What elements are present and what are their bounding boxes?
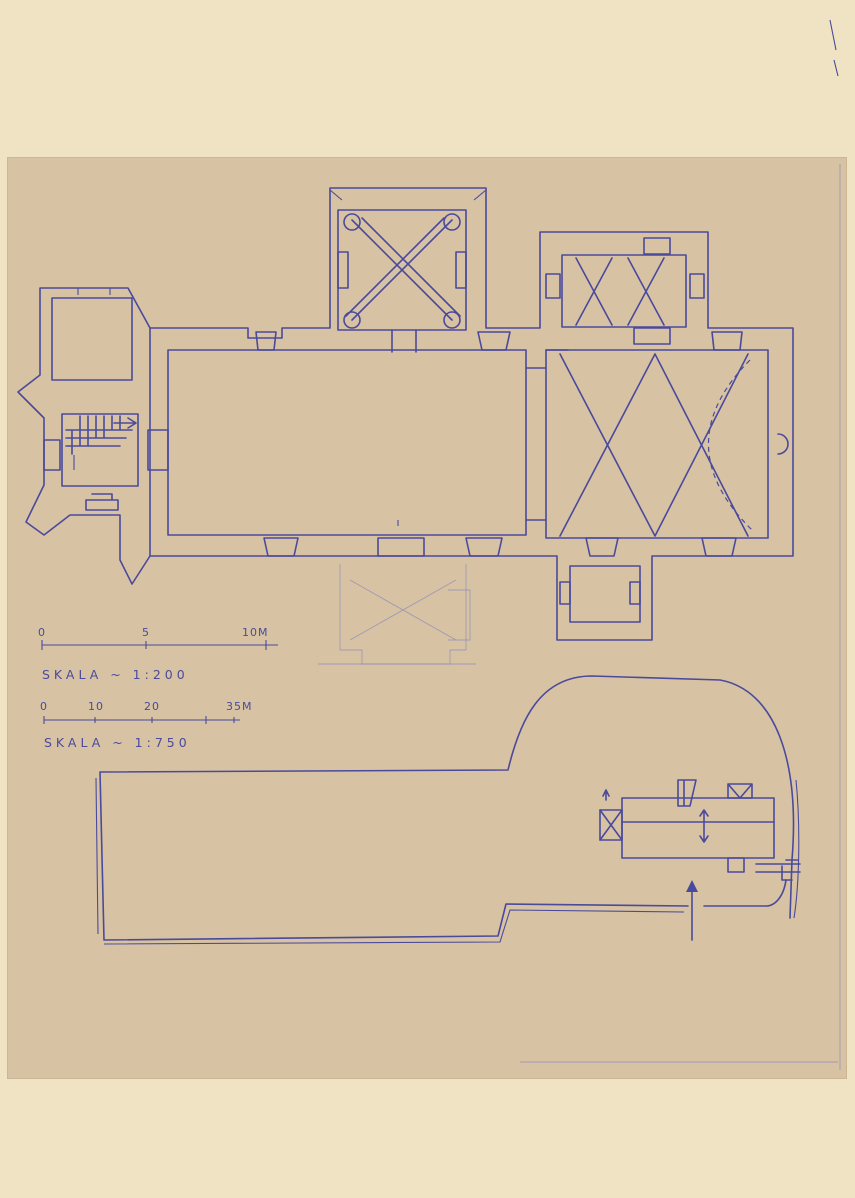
scale-2-tick-35m: 35M <box>226 700 253 713</box>
nave <box>149 187 794 641</box>
porch-sketch <box>318 564 476 665</box>
scale-2-tick-20: 20 <box>144 700 160 713</box>
scale-bar-1 <box>41 640 278 650</box>
scale-1-tick-0: 0 <box>38 626 46 639</box>
scale-1-caption: SKALA ~ 1:200 <box>42 667 189 682</box>
south-chapel <box>559 565 641 623</box>
chancel <box>525 349 789 539</box>
church-floor-plan <box>17 187 794 665</box>
north-chapel <box>329 189 487 353</box>
drawing-sheet <box>8 158 846 1078</box>
scale-2-tick-10: 10 <box>88 700 104 713</box>
site-plan <box>95 675 801 945</box>
scale-2-caption: SKALA ~ 1:750 <box>44 735 191 750</box>
sacristy <box>545 237 705 345</box>
scale-1-tick-5: 5 <box>142 626 150 639</box>
scale-2-tick-0: 0 <box>40 700 48 713</box>
scale-1-tick-10m: 10M <box>242 626 269 639</box>
scale-bar-2 <box>43 716 240 724</box>
wall-niches <box>255 331 743 557</box>
west-tower <box>17 287 169 585</box>
